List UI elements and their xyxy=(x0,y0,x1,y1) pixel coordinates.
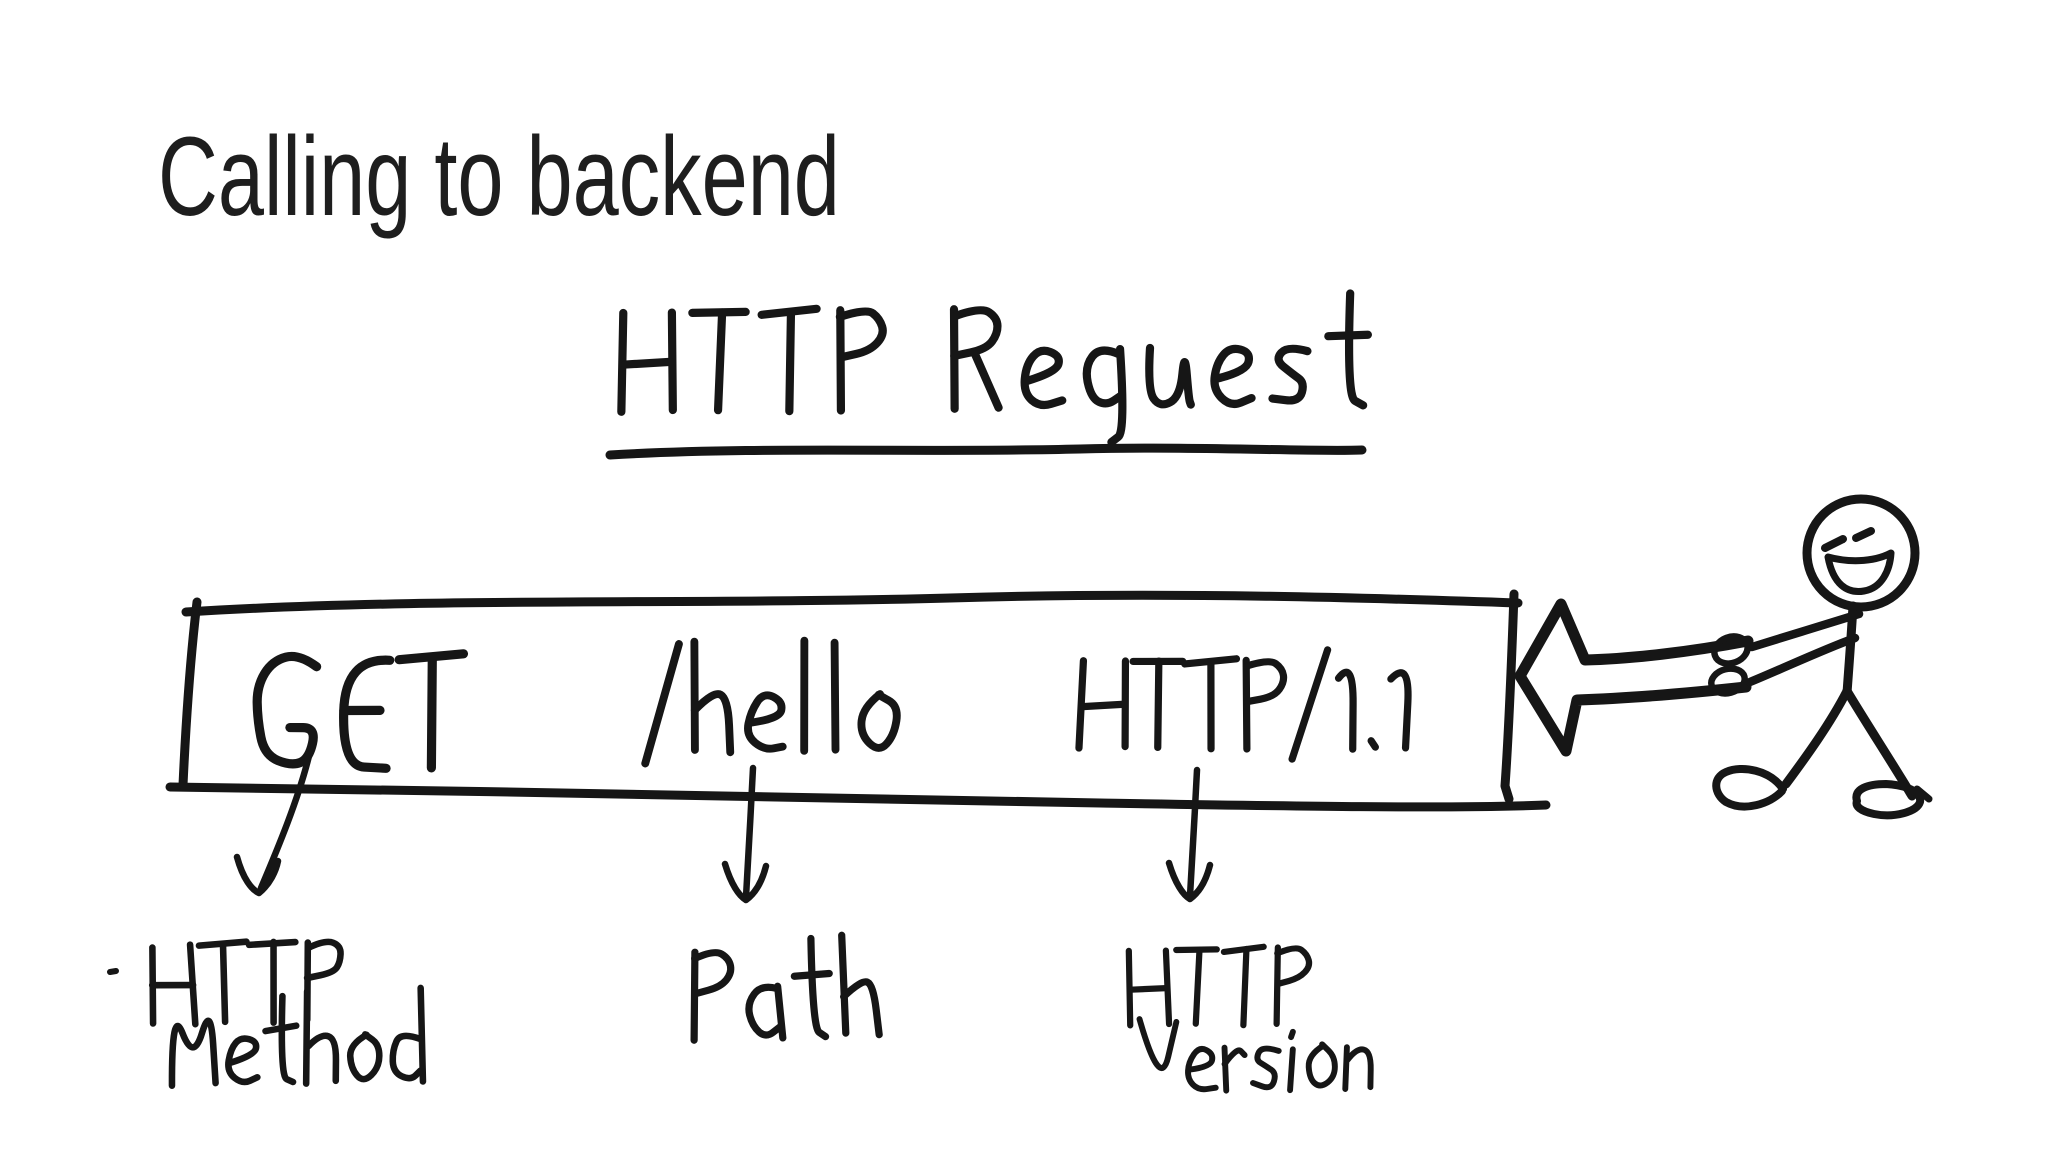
method-label-line2 xyxy=(168,984,427,1089)
stray-ink-dot xyxy=(107,968,119,975)
stick-figure xyxy=(1708,494,1933,820)
request-method-text xyxy=(252,649,469,773)
figure-foot-left xyxy=(1712,765,1787,811)
figure-arm-lower xyxy=(1745,633,1860,687)
box-bottom-edge xyxy=(165,782,1551,812)
http-request-heading-underline xyxy=(605,443,1367,460)
version-label-line1 xyxy=(1125,943,1313,1029)
figure-hand-upper xyxy=(1711,633,1751,667)
method-arrow-shaft xyxy=(257,752,313,892)
figure-smiling-mouth xyxy=(1824,549,1895,595)
slide-title: Calling to backend xyxy=(158,114,840,239)
method-label-line1 xyxy=(148,938,344,1028)
figure-eye-left xyxy=(1821,535,1847,552)
request-version-text xyxy=(1075,646,1412,763)
path-label xyxy=(690,931,883,1044)
version-arrowhead-icon xyxy=(1165,859,1214,903)
request-path-text xyxy=(641,636,901,768)
big-left-arrow-icon xyxy=(1514,598,1754,757)
figure-hand-lower xyxy=(1708,665,1748,697)
version-callout-arrow xyxy=(1165,766,1214,903)
path-arrow-shaft xyxy=(742,764,757,901)
request-line-box xyxy=(165,589,1551,812)
figure-head xyxy=(1802,494,1920,612)
figure-foot-right xyxy=(1852,780,1925,820)
http-request-heading-text xyxy=(617,289,1372,447)
figure-leg-left xyxy=(1781,686,1852,789)
box-top-edge xyxy=(181,590,1523,617)
method-arrowhead-icon xyxy=(233,853,282,897)
figure-foot-tick xyxy=(1913,785,1933,803)
version-label-line2 xyxy=(1136,1016,1374,1094)
method-callout-arrow xyxy=(233,752,313,897)
path-arrowhead-icon xyxy=(721,860,770,904)
path-callout-arrow xyxy=(721,764,770,904)
figure-arm-upper xyxy=(1747,609,1864,652)
version-arrow-shaft xyxy=(1186,766,1201,900)
box-left-edge xyxy=(178,597,202,790)
figure-eye-right xyxy=(1852,527,1875,542)
box-right-edge xyxy=(1500,589,1519,804)
